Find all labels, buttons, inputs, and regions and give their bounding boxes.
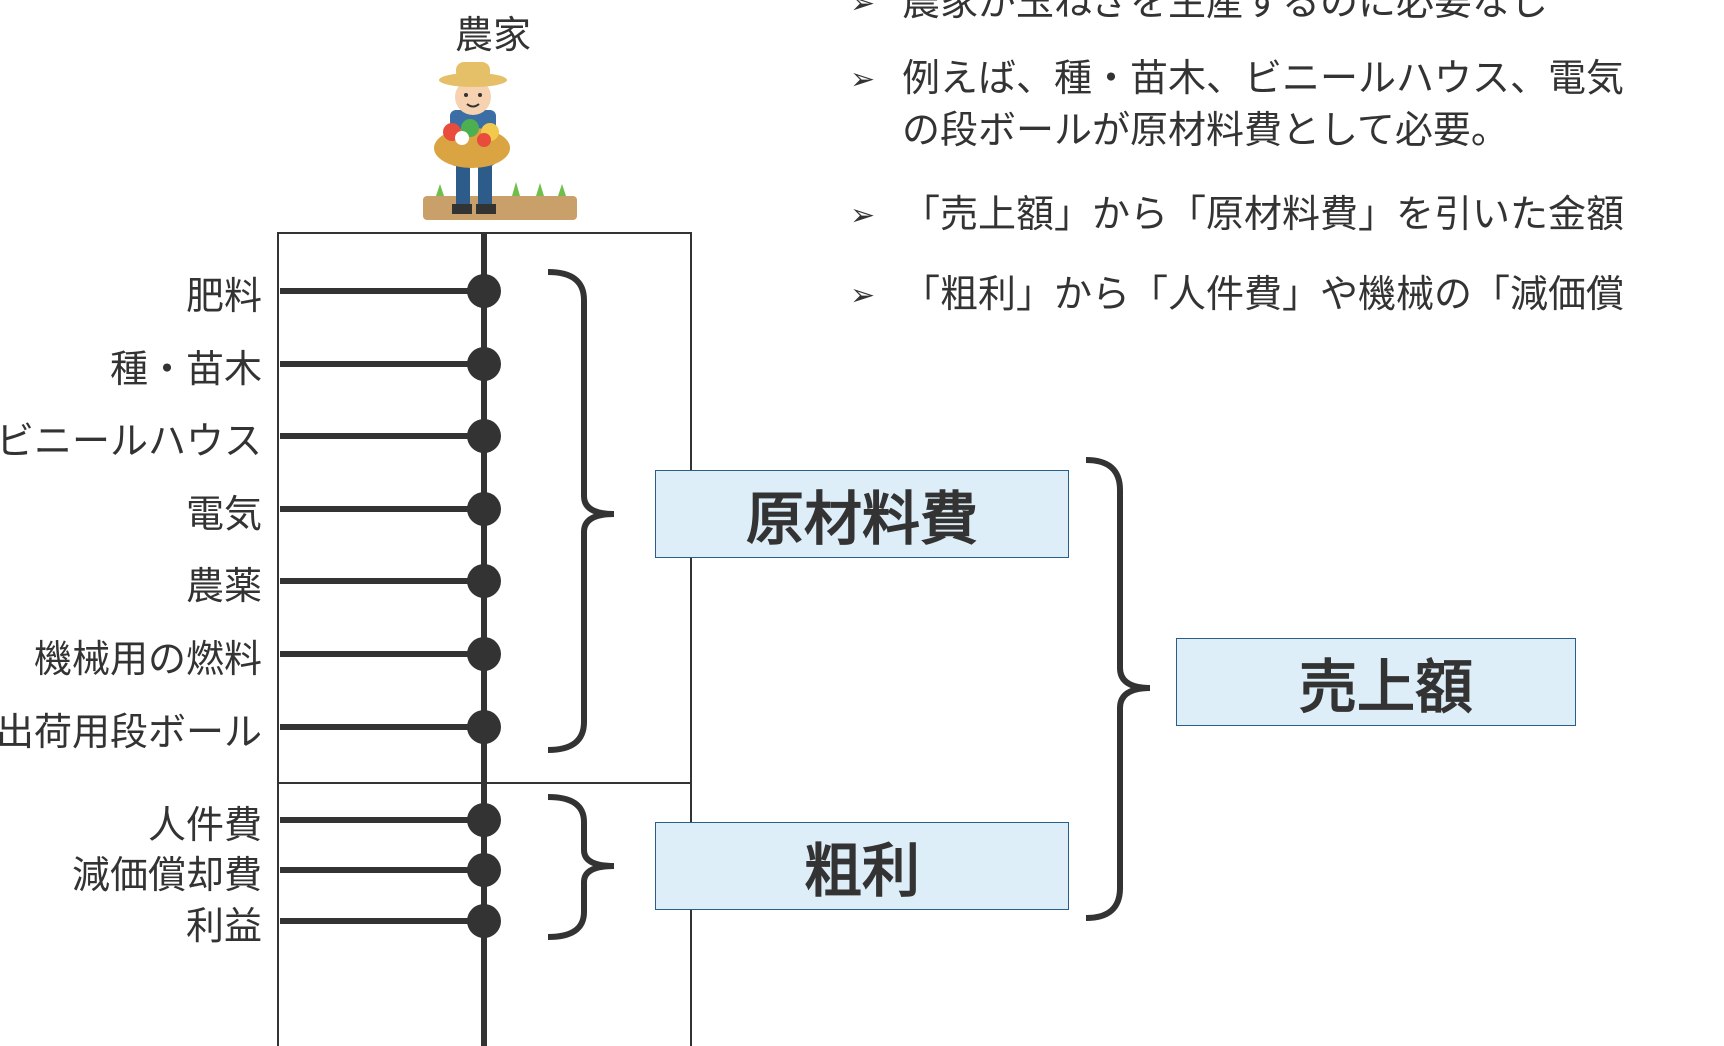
cost-item-label-3: 電気 [185,492,262,536]
brace-raw-material [547,269,615,753]
sales-label: 売上額 [1299,653,1474,721]
raw-material-box: 原材料費 [655,470,1069,558]
cost-item-dot-5 [467,637,501,671]
bullet-4-text: 「粗利」から「人件費」や機械の「減価償 [902,272,1625,316]
bullet-4: ➢ 「粗利」から「人件費」や機械の「減価償 [850,268,1624,322]
cost-item-label-0: 肥料 [185,274,262,318]
other-item-label-1: 減価償却費 [71,853,262,897]
cost-item-label-6: 出荷用段ボール [0,710,262,754]
bullet-3-text: 「売上額」から「原材料費」を引いた金額 [902,192,1625,236]
cost-item-dot-1 [467,347,501,381]
raw-material-label: 原材料費 [745,485,978,553]
bullet-1-text: 農家が玉ねぎを生産するのに必要なし [902,0,1549,24]
bullet-2-cont-text: の段ボールが原材料費として必要。 [902,108,1509,152]
sales-box: 売上額 [1176,638,1576,726]
farmer-label: 農家 [455,13,532,57]
cost-item-label-4: 農薬 [185,564,262,608]
other-item-label-2: 利益 [185,904,262,948]
brace-gross-profit [547,794,615,940]
cost-item-label-5: 機械用の燃料 [33,637,262,681]
gross-profit-box: 粗利 [655,822,1069,910]
cost-item-label-1: 種・苗木 [109,347,262,391]
cost-item-dot-6 [467,710,501,744]
bullet-2-cont: の段ボールが原材料費として必要。 [902,104,1509,156]
other-item-dot-2 [467,904,501,938]
arrow-bullet-icon: ➢ [850,198,876,233]
arrow-bullet-icon: ➢ [850,62,876,97]
cost-item-dot-3 [467,492,501,526]
bullet-2: ➢ 例えば、種・苗木、ビニールハウス、電気 [850,52,1624,106]
gross-profit-label: 粗利 [803,837,920,905]
arrow-bullet-icon: ➢ [850,0,876,21]
cost-item-dot-2 [467,419,501,453]
cost-item-dot-0 [467,274,501,308]
cost-item-label-2: ビニールハウス [0,419,262,463]
bullet-1: ➢ 農家が玉ねぎを生産するのに必要なし [850,0,1548,30]
other-item-dot-0 [467,803,501,837]
bullet-3: ➢ 「売上額」から「原材料費」を引いた金額 [850,188,1624,242]
cost-item-dot-4 [467,564,501,598]
brace-sales [1085,457,1151,921]
other-item-label-0: 人件費 [147,803,262,847]
bullet-2-text: 例えば、種・苗木、ビニールハウス、電気 [902,56,1625,100]
arrow-bullet-icon: ➢ [850,278,876,313]
other-item-dot-1 [467,853,501,887]
